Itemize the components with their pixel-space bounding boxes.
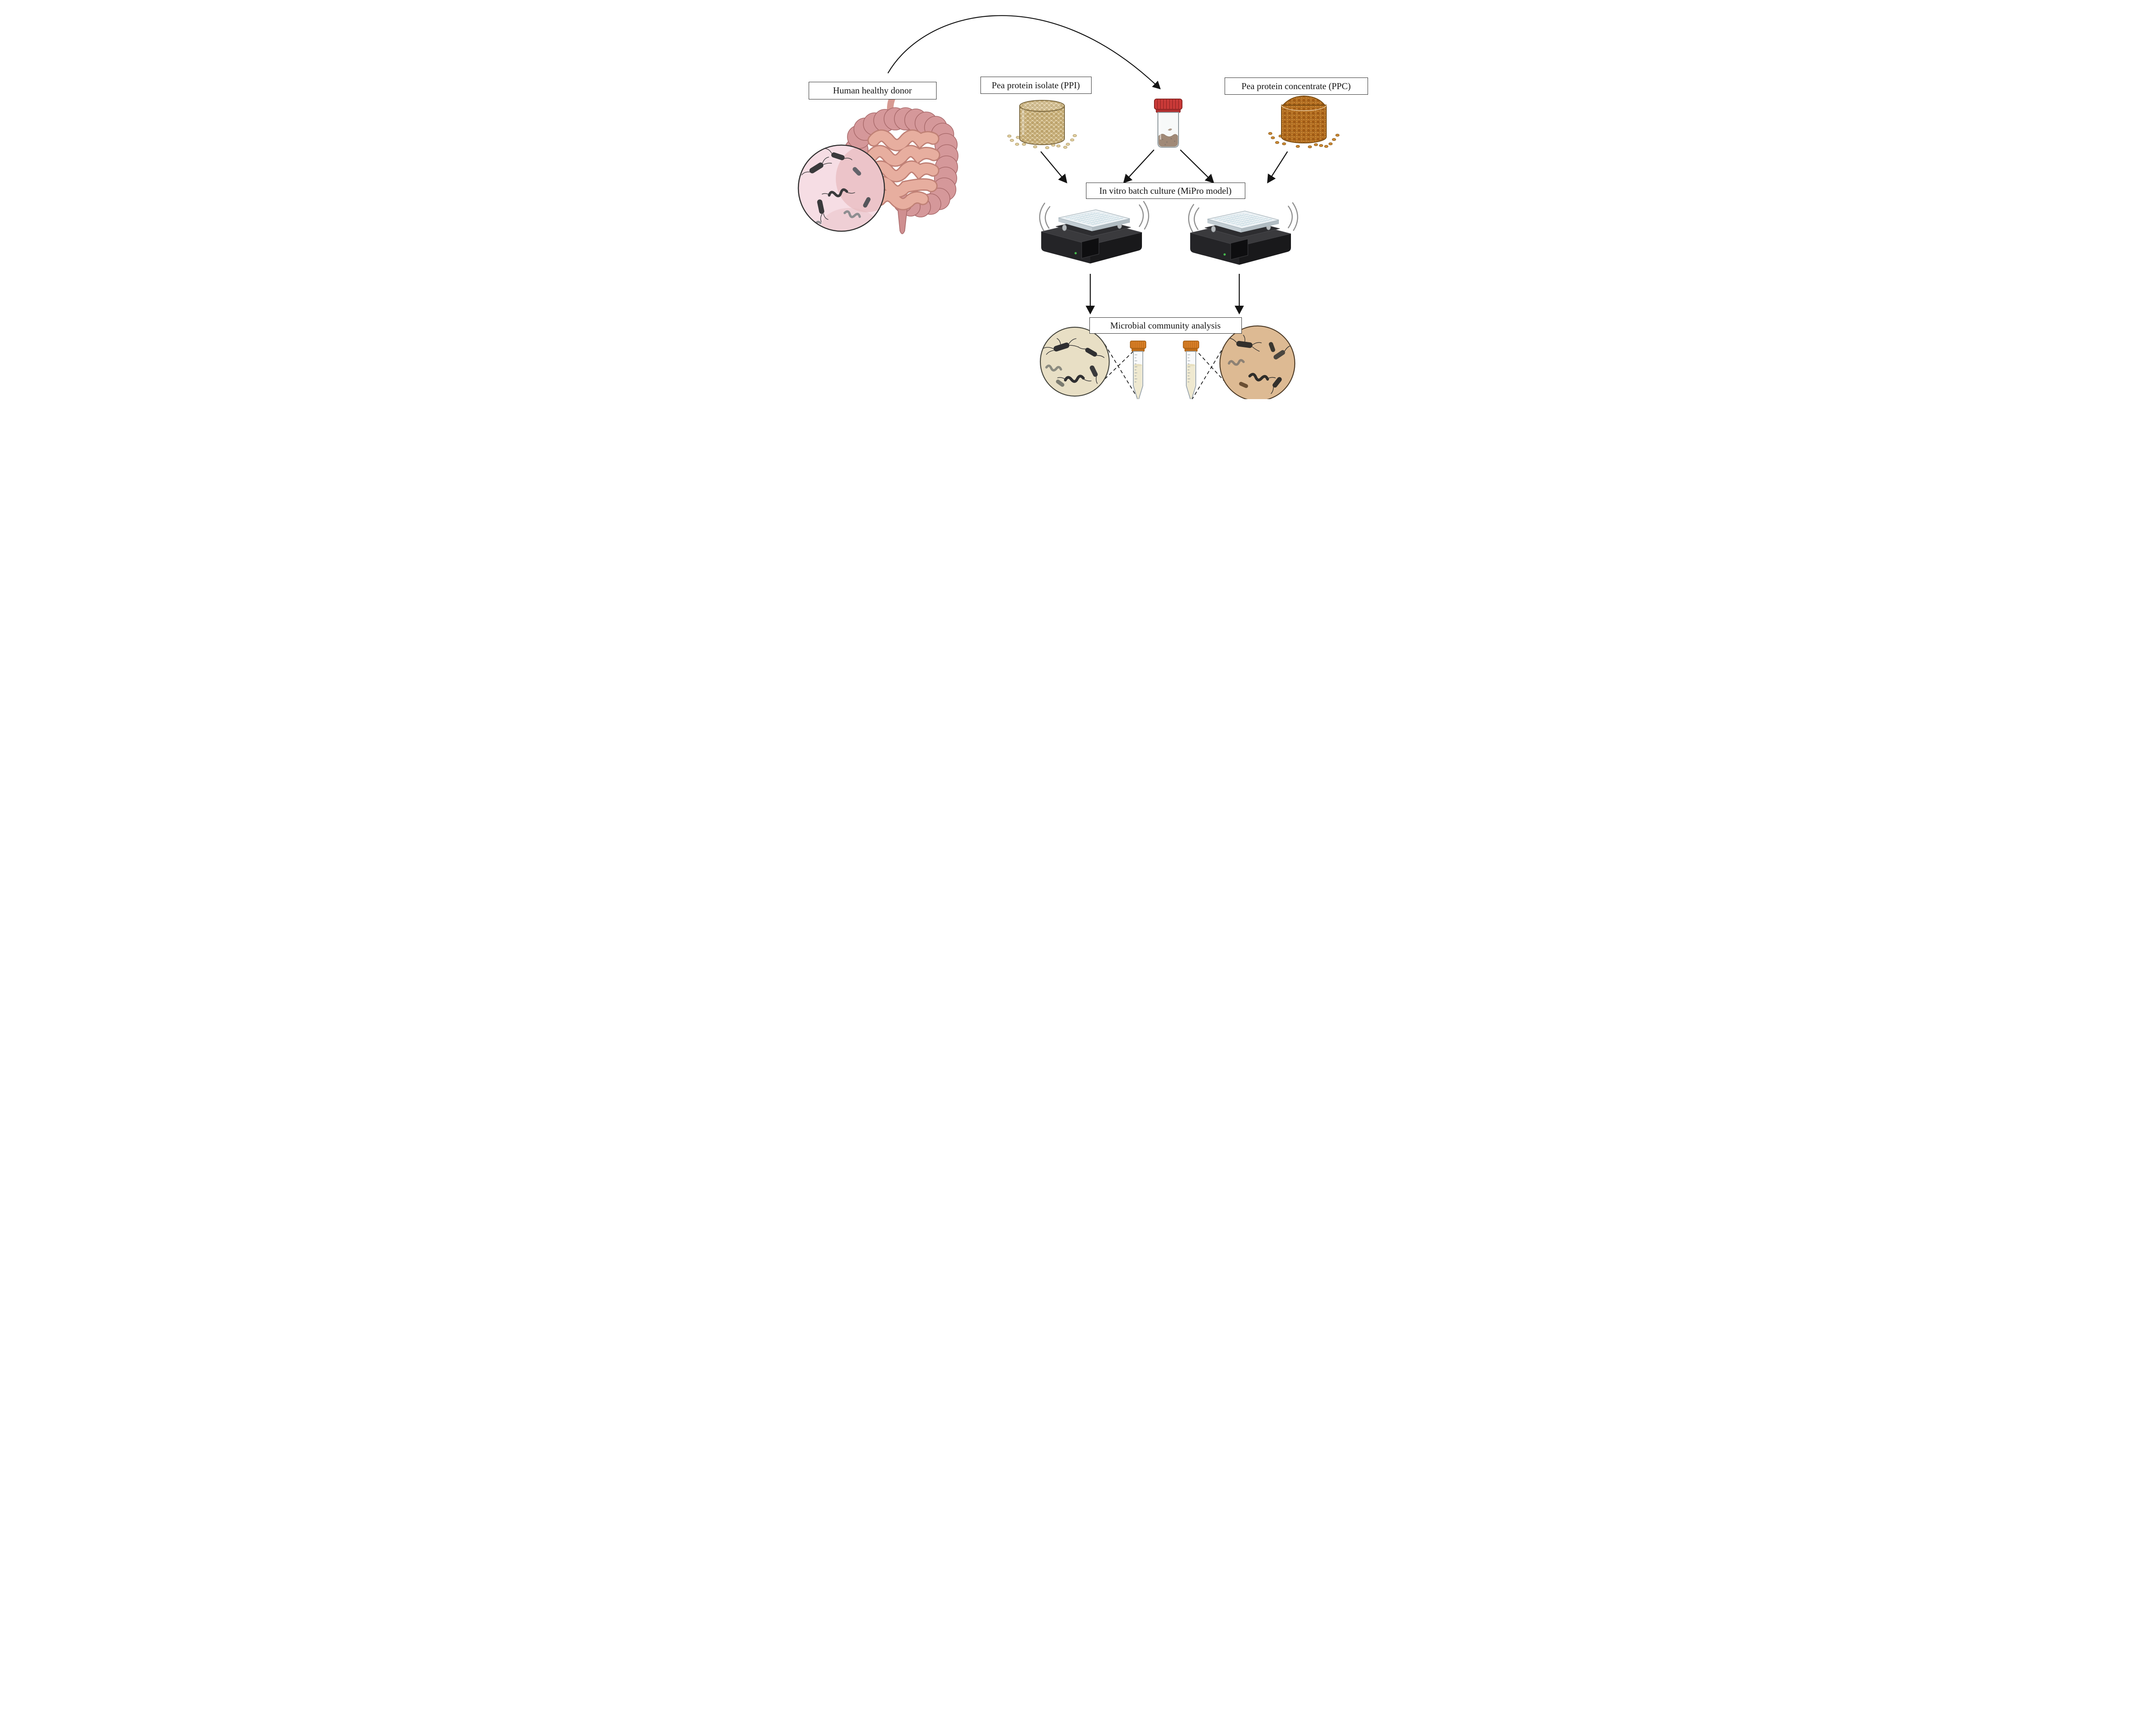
ppi-scattered-granules	[1007, 134, 1077, 149]
arrow-donor-to-sample	[887, 15, 1161, 90]
jar-lid	[1154, 99, 1182, 110]
analysis-microbes-right	[1219, 325, 1295, 399]
analysis-microbes-left	[1039, 326, 1110, 397]
microplate-shaker-left	[1039, 201, 1149, 264]
label-ppi: Pea protein isolate (PPI)	[980, 77, 1092, 94]
ppc-scattered-granules	[1268, 132, 1340, 149]
ppi-container	[1007, 100, 1077, 149]
label-human-donor: Human healthy donor	[808, 82, 937, 99]
diagram-artwork	[797, 15, 1340, 399]
dashed-line-left-top	[1104, 344, 1139, 399]
arrow-sample-to-culture-right	[1179, 149, 1214, 183]
label-microbial-analysis: Microbial community analysis	[1089, 317, 1242, 334]
dashed-line-right-bottom	[1194, 349, 1226, 383]
arrow-ppi-to-culture	[1040, 151, 1067, 183]
label-batch-culture: In vitro batch culture (MiPro model)	[1086, 183, 1245, 199]
arrow-sample-to-culture-left	[1123, 149, 1154, 183]
sample-tube-left	[1129, 341, 1146, 399]
sample-tube-right	[1182, 341, 1199, 399]
fecal-sample-jar	[1154, 99, 1182, 148]
label-ppc: Pea protein concentrate (PPC)	[1224, 78, 1368, 95]
microplate-shaker-right	[1188, 202, 1298, 266]
figure-canvas: Human healthy donor Pea protein isolate …	[744, 0, 1409, 399]
arrow-ppc-to-culture	[1267, 151, 1288, 184]
ppc-container	[1268, 95, 1340, 149]
dashed-line-left-bottom	[1104, 349, 1135, 379]
dashed-line-right-top	[1191, 345, 1225, 399]
